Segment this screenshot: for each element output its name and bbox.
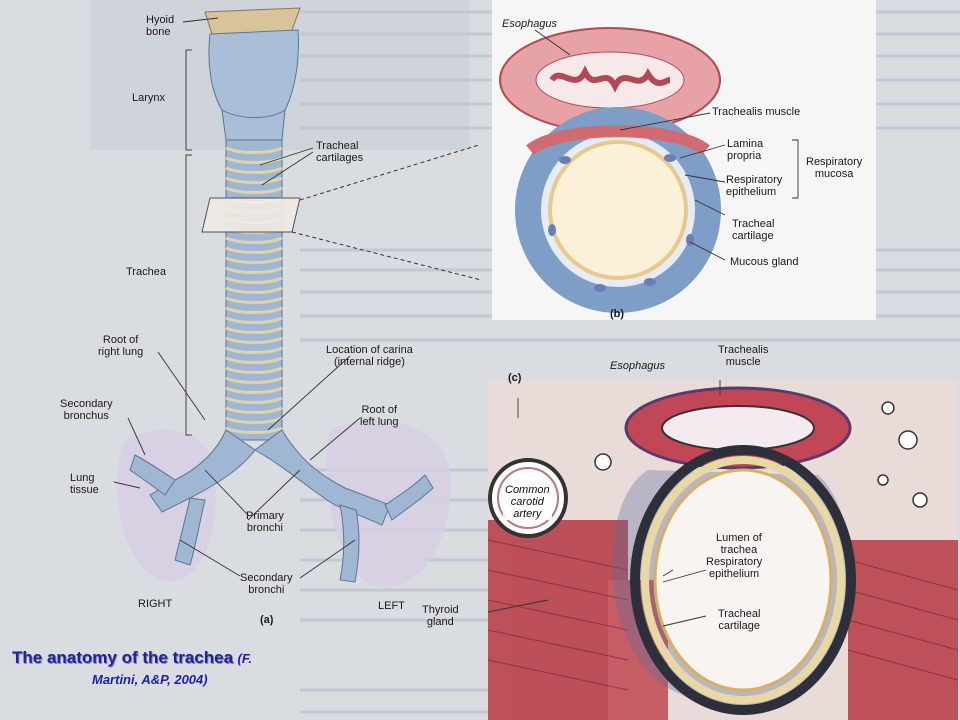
cartilage-ring — [225, 256, 283, 264]
right-primary-bronchus — [149, 429, 256, 513]
label-hyoid-bone: Hyoid bone — [146, 14, 175, 38]
trachea-illustration — [113, 7, 480, 588]
label-lung-tissue: Lung tissue — [70, 472, 99, 496]
figure-caption: The anatomy of the trachea (F. Martini, … — [12, 648, 432, 687]
cartilage-ring — [225, 236, 283, 244]
cartilage-ring — [225, 166, 283, 174]
cartilage-ring — [225, 146, 283, 154]
label-left: LEFT — [378, 600, 405, 612]
cartilage-ring — [225, 426, 283, 434]
caption-citation-start: (F. — [237, 651, 252, 666]
cartilage-ring — [225, 306, 283, 314]
cartilage-ring — [225, 316, 283, 324]
panel-label-c: (c) — [508, 372, 522, 384]
cartilage-ring — [225, 356, 283, 364]
label-root-right-lung: Root of right lung — [98, 334, 144, 358]
label-c-trachealis-muscle: Trachealis muscle — [718, 344, 769, 368]
label-b-respiratory-mucosa: Respiratory mucosa — [806, 156, 863, 180]
larynx — [208, 29, 299, 141]
cartilage-ring — [225, 266, 283, 274]
caption-title: The anatomy of the trachea — [12, 648, 234, 667]
cross-section-schematic — [492, 0, 876, 320]
label-c-respiratory-epithelium: Respiratory epithelium — [706, 556, 763, 580]
label-secondary-bronchus: Secondary bronchus — [60, 398, 113, 422]
label-c-common-carotid-artery: Common carotid artery — [503, 484, 552, 520]
label-primary-bronchi: Primary bronchi — [246, 510, 284, 534]
label-b-respiratory-epithelium: Respiratory epithelium — [726, 174, 783, 198]
label-c-lumen-of-trachea: Lumen of trachea — [716, 532, 762, 556]
label-carina: Location of carina (internal ridge) — [326, 344, 413, 368]
cartilage-ring — [225, 376, 283, 384]
cartilage-ring — [225, 366, 283, 374]
label-b-trachealis-muscle: Trachealis muscle — [712, 106, 801, 118]
tracheal-lumen — [653, 468, 833, 692]
cartilage-ring — [225, 176, 283, 184]
label-b-esophagus: Esophagus — [502, 18, 558, 30]
section-plane — [201, 197, 301, 233]
label-c-thyroid-gland: Thyroid gland — [422, 604, 459, 628]
caption-citation-end: Martini, A&P, 2004) — [92, 672, 208, 687]
cartilage-ring — [225, 276, 283, 284]
label-trachea: Trachea — [126, 266, 166, 278]
cartilage-ring — [225, 406, 283, 414]
cartilage-ring — [225, 246, 283, 254]
cartilage-ring — [225, 296, 283, 304]
cartilage-ring — [225, 286, 283, 294]
label-c-tracheal-cartilage: Tracheal cartilage — [718, 608, 761, 632]
histology-micrograph — [488, 380, 958, 720]
panel-label-a: (a) — [260, 614, 274, 626]
panel-label-b: (b) — [610, 308, 625, 320]
cartilage-ring — [225, 336, 283, 344]
label-root-left-lung: Root of left lung — [360, 404, 399, 428]
label-secondary-bronchi: Secondary bronchi — [240, 572, 293, 596]
label-b-tracheal-cartilage: Tracheal cartilage — [732, 218, 775, 242]
label-b-mucous-gland: Mucous gland — [730, 256, 799, 268]
label-tracheal-cartilages: Tracheal cartilages — [316, 140, 364, 164]
label-right: RIGHT — [138, 598, 173, 610]
cartilage-ring — [225, 326, 283, 334]
label-c-esophagus: Esophagus — [610, 360, 666, 372]
cartilage-ring — [225, 396, 283, 404]
label-b-lamina-propria: Lamina propria — [727, 138, 764, 162]
cartilage-ring — [225, 186, 283, 194]
cartilage-ring — [225, 346, 283, 354]
cartilage-ring — [225, 416, 283, 424]
label-larynx: Larynx — [132, 92, 166, 104]
left-primary-bronchus — [254, 429, 391, 526]
cartilage-ring — [225, 386, 283, 394]
